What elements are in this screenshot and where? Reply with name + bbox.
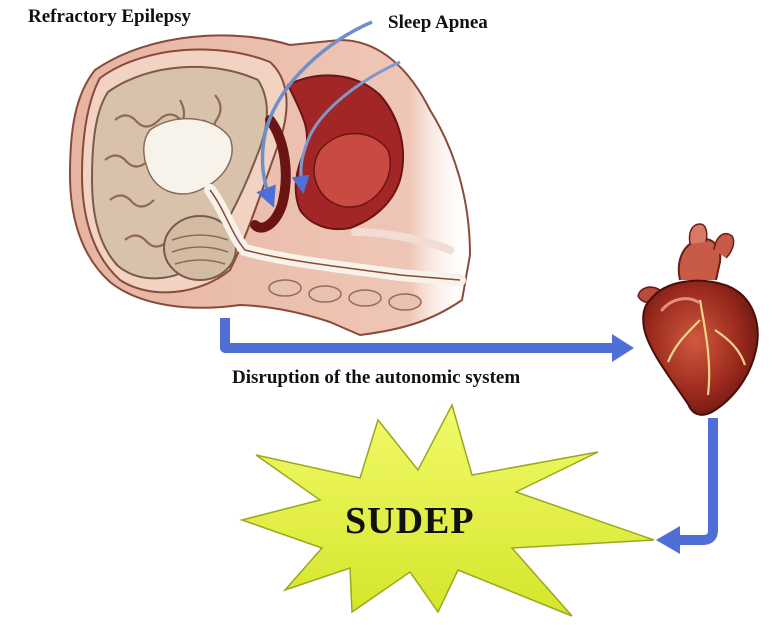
head-cross-section-icon: [70, 35, 470, 335]
flow-arrow-head-to-heart-tip: [612, 334, 634, 362]
label-sudep: SUDEP: [345, 499, 475, 543]
flow-arrow-heart-to-sudep: [678, 418, 713, 540]
label-sleep-apnea: Sleep Apnea: [388, 12, 488, 34]
label-autonomic-disruption: Disruption of the autonomic system: [232, 367, 520, 389]
label-refractory-epilepsy: Refractory Epilepsy: [28, 6, 191, 28]
heart-icon: [638, 224, 758, 415]
flow-arrow-heart-to-sudep-tip: [656, 526, 680, 554]
vessel-branch-1: [689, 224, 706, 244]
aorta: [679, 239, 720, 280]
